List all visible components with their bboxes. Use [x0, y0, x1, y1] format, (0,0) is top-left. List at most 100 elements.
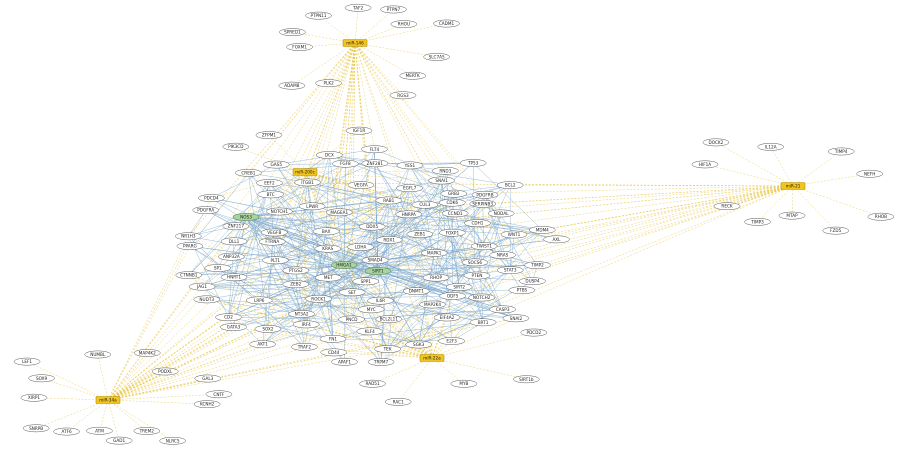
gene-node-trem2[interactable]: TREM2 — [133, 427, 161, 435]
gene-node-casp3[interactable]: CASP3 — [489, 305, 516, 314]
mirna-node-mir-22a[interactable]: miR-22a — [419, 354, 445, 362]
gene-node-sirt2[interactable]: SIRT2 — [445, 283, 473, 291]
gene-node-twist1[interactable]: TWIST1 — [470, 242, 498, 251]
gene-node-nodal[interactable]: NODAL — [487, 209, 515, 218]
gene-node-map2k4[interactable]: MAP2K4 — [419, 300, 446, 309]
gene-node-cd44[interactable]: CD44 — [320, 348, 347, 357]
gene-node-timp4[interactable]: TIMP4 — [827, 147, 855, 156]
gene-node-ptpn7[interactable]: PTPN7 — [380, 5, 407, 14]
gene-node-itgb1[interactable]: ITGB1 — [294, 178, 321, 187]
gene-node-snai1[interactable]: SNAI1 — [428, 176, 455, 185]
gene-node-stat3[interactable]: STAT3 — [496, 266, 524, 275]
gene-node-xirp1[interactable]: XIRP1 — [20, 393, 48, 402]
gene-node-dcx[interactable]: DCX — [316, 151, 343, 159]
gene-node-dnmt1[interactable]: DNMT1 — [403, 287, 430, 296]
gene-node-e2f3[interactable]: E2F3 — [438, 337, 465, 345]
gene-node-taf2[interactable]: TAF2 — [344, 3, 372, 12]
gene-node-sp1[interactable]: SP1 — [204, 264, 232, 272]
gene-node-igf1r[interactable]: IGF1R — [345, 126, 373, 135]
gene-node-eif4a2[interactable]: EIF4A2 — [433, 313, 461, 322]
gene-node-notch1[interactable]: NOTCH1 — [266, 207, 293, 216]
gene-node-adam8[interactable]: ADAM8 — [278, 81, 306, 90]
gene-node-atm[interactable]: ATM — [86, 426, 113, 435]
gene-node-sirt1b[interactable]: SIRT1b — [513, 375, 540, 384]
gene-node-fn1[interactable]: FN1 — [319, 335, 347, 343]
gene-node-pdgfra[interactable]: PDGFRA — [192, 206, 219, 215]
gene-node-grb2[interactable]: GRB2 — [440, 189, 468, 198]
gene-node-kras[interactable]: KRAS — [314, 244, 342, 253]
gene-node-nras[interactable]: NRAS — [489, 251, 516, 259]
gene-node-map4k2[interactable]: MAP4K2 — [134, 349, 161, 357]
gene-node-foxp1[interactable]: FOXP1 — [439, 228, 466, 237]
gene-node-ptpn11[interactable]: PTPN11 — [305, 11, 332, 20]
gene-node-cadm1[interactable]: CADM1 — [433, 19, 460, 28]
gene-node-plk2[interactable]: PLK2 — [315, 79, 342, 88]
gene-node-set[interactable]: SET — [338, 288, 366, 297]
gene-node-eef2[interactable]: EEF2 — [256, 179, 283, 187]
gene-node-magea1[interactable]: MAGEA1 — [326, 208, 353, 217]
mirna-node-mir-146[interactable]: miR-146 — [342, 39, 368, 47]
gene-node-gal3[interactable]: GAL3 — [194, 374, 222, 383]
gene-node-il12a[interactable]: IL12A — [757, 143, 784, 151]
hub-node-sirt1[interactable]: SIRT1 — [364, 267, 392, 275]
gene-node-mertk[interactable]: MERTK — [399, 71, 426, 80]
gene-node-gad1[interactable]: GAD1 — [105, 436, 133, 445]
gene-node-znf217[interactable]: ZNF217 — [222, 222, 250, 231]
gene-node-rhop[interactable]: RHOP — [422, 273, 450, 282]
gene-node-sox9[interactable]: SOX9 — [28, 374, 55, 383]
gene-node-cdk6[interactable]: CDK6 — [439, 198, 466, 207]
gene-node-slc7a5[interactable]: SLC7A5 — [423, 53, 450, 61]
gene-node-creb1[interactable]: CREB1 — [235, 169, 262, 177]
mirna-node-mir-34a[interactable]: miR-34a — [95, 396, 121, 404]
gene-node-ftrna[interactable]: FTRNA — [259, 237, 286, 246]
gene-node-cdh1[interactable]: CDH1 — [464, 219, 491, 228]
gene-node-podxl[interactable]: PODXL — [151, 367, 179, 376]
gene-node-trpm7[interactable]: TRPM7 — [367, 358, 395, 366]
gene-node-dock2[interactable]: DOCK2 — [702, 138, 730, 147]
gene-node-klf4[interactable]: KLF4 — [356, 327, 384, 336]
gene-node-socs6[interactable]: SOCS6 — [461, 258, 489, 267]
gene-node-cd2[interactable]: CD2 — [215, 313, 242, 322]
gene-node-rhou[interactable]: RHOU — [390, 20, 418, 29]
gene-node-spp1[interactable]: SPP1 — [352, 277, 380, 286]
gene-node-kcnh2[interactable]: KCNH2 — [193, 400, 221, 409]
gene-node-fgf8[interactable]: FGF8 — [332, 159, 359, 168]
hub-node-nos3[interactable]: NOS3 — [232, 213, 260, 221]
gene-node-sgk3[interactable]: SGK3 — [405, 340, 432, 349]
gene-node-pten[interactable]: PTEN — [463, 271, 491, 280]
gene-node-pparg[interactable]: PPARG — [176, 242, 204, 251]
gene-node-vegfb[interactable]: VEGFB — [261, 228, 288, 237]
gene-node-gas5[interactable]: GAS5 — [263, 160, 290, 169]
gene-node-rad51[interactable]: RAD51 — [359, 379, 386, 388]
gene-node-nt3a2[interactable]: NT3A2 — [288, 310, 315, 318]
gene-node-pdcd4[interactable]: PDCD4 — [198, 194, 225, 202]
gene-node-timp3[interactable]: TIMP3 — [744, 217, 771, 226]
gene-node-hif1a[interactable]: HIF1A — [691, 160, 719, 169]
gene-node-lrp6[interactable]: LRP6 — [245, 296, 273, 305]
gene-node-cntf[interactable]: CNTF — [205, 390, 233, 399]
gene-node-snai2[interactable]: SNAI2 — [502, 314, 530, 323]
gene-node-atf6[interactable]: ATF6 — [53, 427, 80, 436]
gene-node-timp2[interactable]: TIMP2 — [524, 261, 551, 270]
gene-node-plt1[interactable]: PLT1 — [262, 256, 289, 265]
gene-node-nlrc5[interactable]: NLRC5 — [159, 436, 186, 445]
gene-node-znf281[interactable]: ZNF281 — [361, 159, 389, 168]
gene-node-nr1h3[interactable]: NR1H3 — [175, 232, 202, 241]
gene-node-myb[interactable]: MYB — [450, 379, 478, 388]
gene-node-ptgs2[interactable]: PTGS2 — [282, 266, 310, 275]
gene-node-mtap[interactable]: MTAP — [778, 211, 806, 220]
gene-node-pncd[interactable]: PNCD — [338, 315, 365, 324]
gene-node-smad4[interactable]: SMAD4 — [361, 256, 389, 265]
gene-node-ptbs[interactable]: PTBS — [508, 286, 536, 295]
gene-node-ddx5[interactable]: DDX5 — [358, 222, 386, 231]
gene-node-zeb2[interactable]: ZEB2 — [282, 280, 310, 289]
gene-node-traf2[interactable]: TRAF2 — [291, 343, 318, 351]
gene-node-hnrt1[interactable]: HNRT1 — [220, 273, 248, 282]
gene-node-ccnd1[interactable]: CCND1 — [441, 209, 469, 218]
gene-node-rhob[interactable]: RHOB — [867, 212, 895, 221]
gene-node-rac1[interactable]: RAC1 — [384, 397, 412, 406]
gene-node-bax[interactable]: BAX — [312, 227, 340, 236]
gene-node-ctnnb1[interactable]: CTNNB1 — [175, 271, 203, 279]
gene-node-flt4[interactable]: FLT4 — [361, 145, 388, 154]
gene-node-rnd3[interactable]: RND3 — [432, 166, 459, 175]
